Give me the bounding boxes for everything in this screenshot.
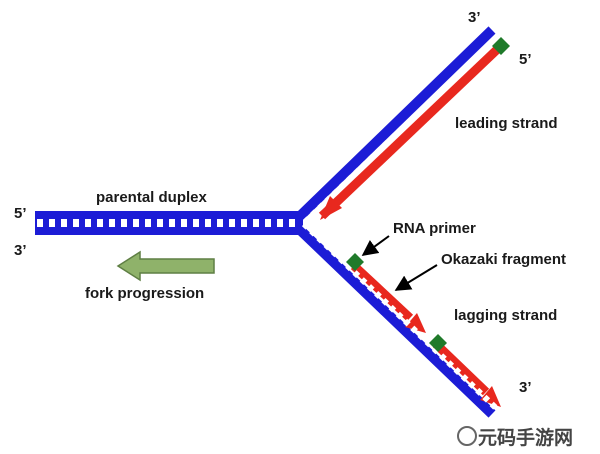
rna-primer-label: RNA primer xyxy=(393,220,476,237)
watermark-text: 元码手游网 xyxy=(478,426,573,449)
rna-primer-pointer-arrow xyxy=(361,235,390,256)
watermark: 元码手游网 xyxy=(457,426,573,449)
leading-rna-primer xyxy=(492,37,510,55)
leading-arm-rungs xyxy=(302,35,499,225)
lagging-rna-primer-1 xyxy=(346,253,364,271)
okazaki-fragment-1-arrowhead xyxy=(405,313,426,333)
watermark-logo-icon xyxy=(457,426,477,446)
okazaki-fragment-pointer-arrow xyxy=(394,264,438,291)
lagging-strand-label: lagging strand xyxy=(454,307,557,324)
parental-duplex-label: parental duplex xyxy=(96,189,208,206)
lagging-rna-primer-2 xyxy=(429,334,447,352)
five-prime-top-label: 5’ xyxy=(519,51,532,68)
parental-duplex xyxy=(35,211,303,235)
five-prime-left-label: 5’ xyxy=(14,205,27,222)
okazaki-fragment-2 xyxy=(432,340,490,396)
fork-progression-arrow xyxy=(116,250,215,282)
three-prime-bottom-label: 3’ xyxy=(519,379,532,396)
three-prime-top-label: 3’ xyxy=(468,9,481,26)
okazaki-fragment-1 xyxy=(348,260,414,322)
leading-strand-arrowhead xyxy=(320,196,342,220)
fork-progression-label: fork progression xyxy=(85,285,204,302)
leading-arm xyxy=(294,26,510,225)
leading-template-strand xyxy=(294,26,496,222)
lagging-arm-rungs xyxy=(301,221,501,413)
three-prime-left-label: 3’ xyxy=(14,242,27,259)
okazaki-fragment-label: Okazaki fragment xyxy=(441,251,566,268)
lagging-template-strand xyxy=(294,224,496,418)
lagging-arm xyxy=(294,221,501,418)
leading-strand-label: leading strand xyxy=(455,115,558,132)
leading-new-strand xyxy=(318,38,509,220)
